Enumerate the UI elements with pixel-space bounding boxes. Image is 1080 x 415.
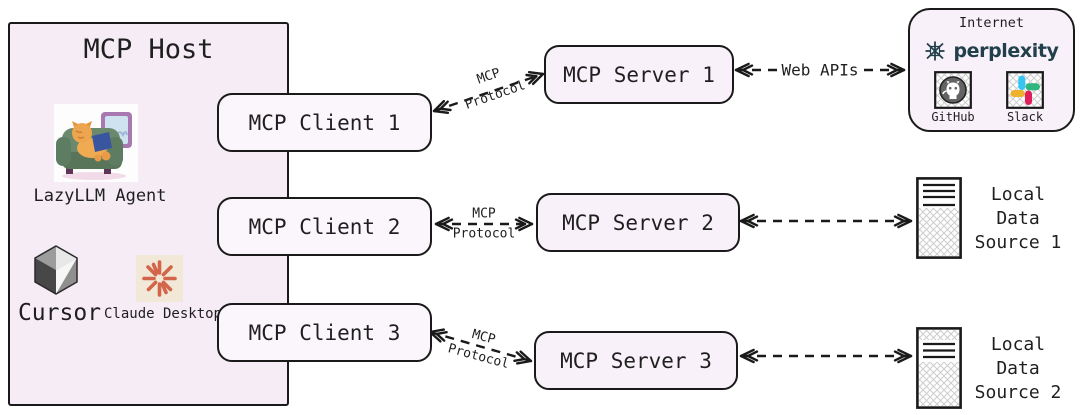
claude-desktop-icon: [136, 255, 183, 302]
mcp-client-1-box: MCP Client 1: [217, 93, 432, 152]
host-title: MCP Host: [83, 34, 214, 65]
cursor-icon: [34, 245, 78, 295]
mcp-server-3-label: MCP Server 3: [560, 348, 712, 373]
slack-label: Slack: [1006, 110, 1044, 124]
local-data-source-1-icon: [916, 177, 962, 259]
lazyllm-agent-icon: [54, 104, 138, 182]
mcp-server-2-box: MCP Server 2: [536, 193, 740, 252]
web-apis-label: Web APIs: [778, 60, 862, 80]
mcp-client-3-label: MCP Client 3: [248, 320, 401, 345]
local-data-source-2-label: Local Data Source 2: [974, 333, 1062, 404]
mcp-protocol-label-2: MCP Protocol: [452, 206, 516, 242]
mcp-server-1-box: MCP Server 1: [544, 45, 734, 104]
perplexity-label: perplexity: [953, 40, 1059, 62]
internet-title: Internet: [958, 15, 1025, 31]
perplexity-row: perplexity: [910, 40, 1073, 62]
mcp-server-2-label: MCP Server 2: [562, 210, 714, 235]
perplexity-icon: [925, 41, 945, 61]
github-icon: [934, 71, 972, 109]
claude-desktop-label: Claude Desktop: [103, 306, 222, 322]
mcp-server-1-label: MCP Server 1: [563, 62, 715, 87]
internet-box: Internet perplexity GitHub: [908, 8, 1075, 132]
mcp-client-1-label: MCP Client 1: [248, 110, 401, 135]
slack-icon: [1006, 71, 1044, 109]
mcp-client-3-box: MCP Client 3: [217, 303, 432, 362]
lazyllm-agent-label: LazyLLM Agent: [33, 186, 167, 206]
local-data-source-2-icon: [916, 327, 962, 409]
mcp-client-2-box: MCP Client 2: [217, 197, 432, 256]
github-label: GitHub: [931, 110, 975, 124]
cursor-label: Cursor: [17, 300, 102, 326]
mcp-client-2-label: MCP Client 2: [248, 214, 401, 239]
mcp-server-3-box: MCP Server 3: [534, 331, 738, 390]
mcp-protocol-label-3: MCP Protocol: [446, 327, 511, 372]
mcp-protocol-label-1: MCP Protocol: [463, 65, 528, 113]
local-data-source-1-label: Local Data Source 1: [974, 183, 1062, 254]
